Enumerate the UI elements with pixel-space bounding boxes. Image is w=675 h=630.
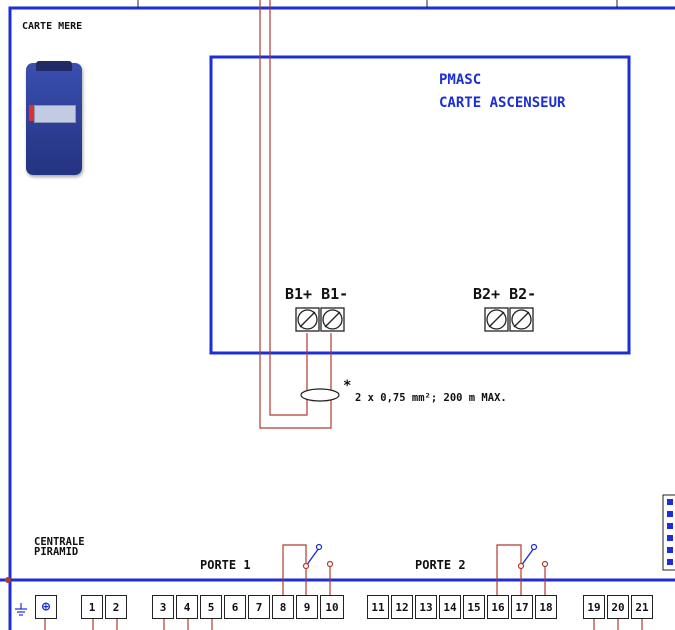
door-2-label: PORTE 2 [415,558,466,572]
terminal-5: 5 [200,595,222,619]
relay-porte-2-wires [496,544,546,595]
terminal-20: 20 [607,595,629,619]
b1-label: B1+ B1- [285,285,349,303]
cable-wires [259,0,332,429]
board-outline [8,6,675,630]
earth-terminal: ⊕ [35,595,57,619]
elevator-card-outline [209,55,631,355]
terminal-16: 16 [487,595,509,619]
wire-b1-minus [259,0,332,429]
relay-porte-1-contact [302,543,334,570]
terminal-13: 13 [415,595,437,619]
cable-marker-ellipse [300,388,340,402]
b2-label: B2+ B2- [473,285,537,303]
b1-terminals [295,307,345,332]
central-label-2: PIRAMID [34,546,79,558]
terminal-8: 8 [272,595,294,619]
terminal-2: 2 [105,595,127,619]
earth-ground-icon [15,603,27,616]
edge-connector [662,494,675,571]
module-title-2: CARTE ASCENSEUR [439,95,566,111]
terminal-18: 18 [535,595,557,619]
terminal-6: 6 [224,595,246,619]
terminal-10: 10 [320,595,344,619]
wire-b1-plus [269,0,308,416]
cable-asterisk: * [343,378,352,394]
b2-terminals [484,307,534,332]
relay-porte-1-wires [282,544,331,595]
bus-node [5,577,11,583]
terminal-17: 17 [511,595,533,619]
terminal-7: 7 [248,595,270,619]
cable-spec-label: 2 x 0,75 mm²; 200 m MAX. [355,392,507,404]
remote-module-image [26,61,82,175]
terminal-9: 9 [296,595,318,619]
terminal-11: 11 [367,595,389,619]
terminal-15: 15 [463,595,485,619]
terminal-3: 3 [152,595,174,619]
terminal-12: 12 [391,595,413,619]
relay-porte-2-contact [517,543,549,570]
board-label: CARTE MERE [22,21,83,32]
terminal-21: 21 [631,595,653,619]
central-label-1: CENTRALE [34,536,85,548]
module-title-1: PMASC [439,72,482,88]
terminal-14: 14 [439,595,461,619]
terminal-4: 4 [176,595,198,619]
terminal-19: 19 [583,595,605,619]
terminal-1: 1 [81,595,103,619]
terminal-stub-leads [44,619,643,630]
door-1-label: PORTE 1 [200,558,251,572]
